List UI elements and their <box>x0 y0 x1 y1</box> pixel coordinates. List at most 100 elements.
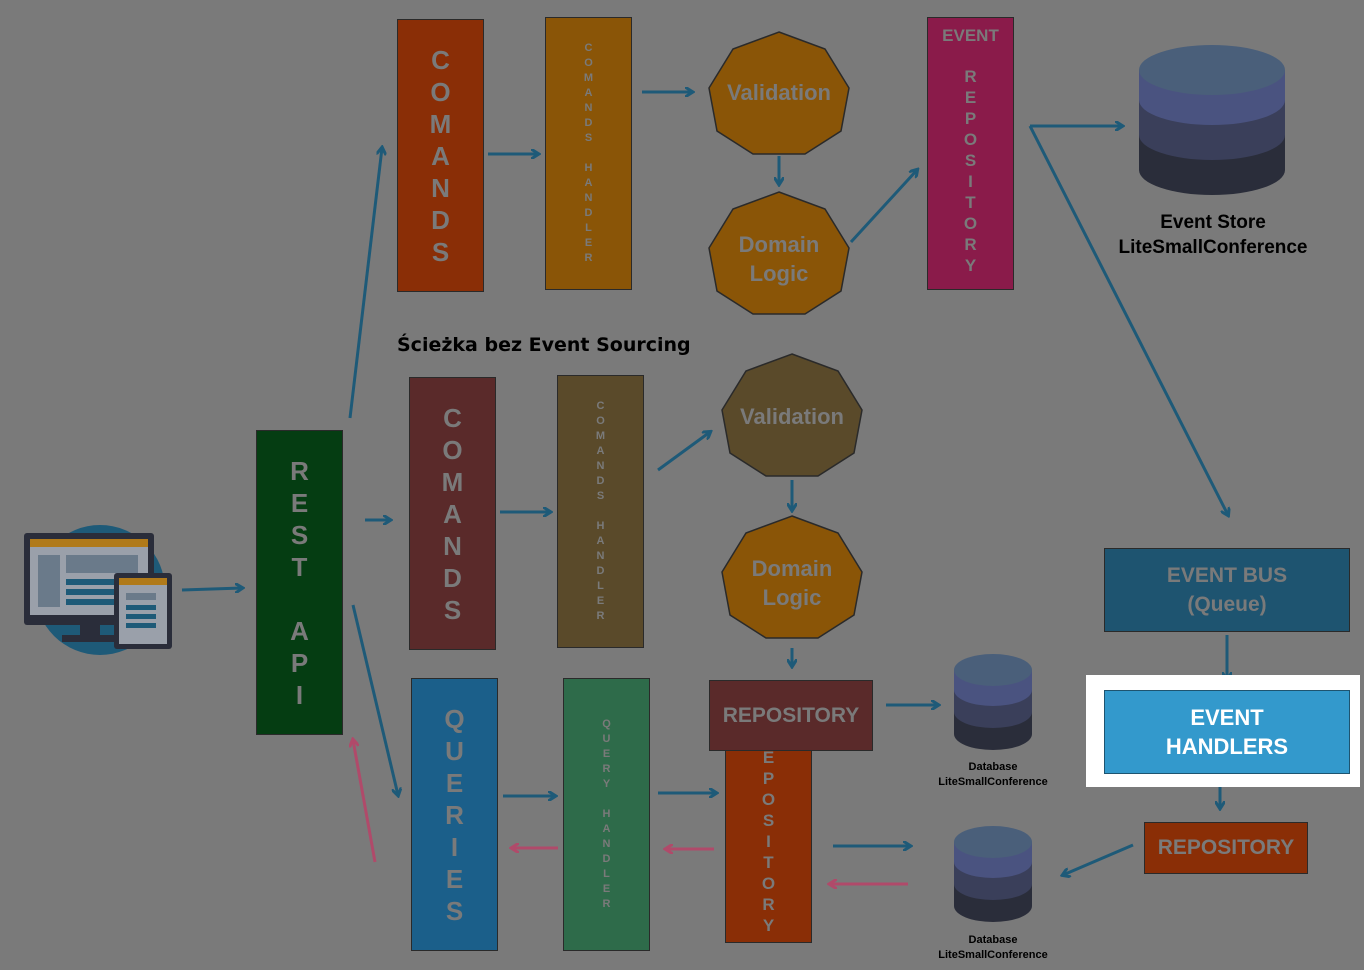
top-domain-logic-label: Domain Logic <box>704 230 854 288</box>
top-domain-logic-line2: Logic <box>749 261 809 286</box>
vertical-letter: A <box>443 498 462 529</box>
vertical-letter: E <box>762 748 775 767</box>
mid-database-label: Database LiteSmallConference <box>922 760 1064 790</box>
vertical-letter <box>605 794 608 805</box>
event-bus-line1: EVENT BUS <box>1166 564 1288 587</box>
vertical-letter: D <box>443 562 462 593</box>
vertical-letter: S <box>596 490 605 502</box>
vertical-letter: A <box>596 445 605 457</box>
vertical-letter: S <box>431 236 450 267</box>
bottom-database-line2: LiteSmallConference <box>938 949 1048 961</box>
vertical-letter: S <box>584 132 593 144</box>
event-bus-block: EVENT BUS (Queue) <box>1104 548 1350 632</box>
vertical-letter: R <box>445 799 464 830</box>
vertical-letter: Q <box>602 718 611 730</box>
vertical-letter: Y <box>762 916 775 935</box>
vertical-letter: O <box>442 434 463 465</box>
vertical-letter: N <box>584 102 593 114</box>
vertical-letter <box>296 586 303 612</box>
vertical-letter: D <box>584 207 593 219</box>
vertical-letter: N <box>596 460 605 472</box>
vertical-letter: R <box>762 895 775 914</box>
vertical-letter: A <box>584 87 593 99</box>
vertical-letter: E <box>445 863 464 894</box>
top-domain-logic-line1: Domain <box>738 232 820 257</box>
vertical-letter: N <box>431 172 450 203</box>
mid-domain-logic-shape <box>721 515 863 639</box>
arrow-top-logic-to-event-repo <box>849 170 917 244</box>
event-handlers-block[interactable]: EVENT HANDLERS <box>1104 690 1350 774</box>
right-repository-label: REPOSITORY <box>1157 836 1295 859</box>
vertical-letter: U <box>602 733 611 745</box>
vertical-letter: Q <box>444 703 465 734</box>
vertical-letter: A <box>584 177 593 189</box>
arrow-event-repo-to-bus <box>1028 125 1228 515</box>
arrow-rest-to-queries <box>351 604 398 795</box>
event-handlers-line1: EVENT <box>1190 705 1264 730</box>
vertical-letter: E <box>964 88 977 107</box>
vertical-letter: I <box>766 832 771 851</box>
vertical-letter: N <box>584 192 593 204</box>
mid-repository-label: REPOSITORY <box>722 703 860 727</box>
vertical-letter: M <box>595 430 606 442</box>
top-domain-logic-shape <box>708 191 850 315</box>
vertical-letter: A <box>602 823 611 835</box>
vertical-letter: C <box>584 42 593 54</box>
vertical-letter: H <box>602 808 611 820</box>
arrow-rest-to-top-commands <box>348 148 382 419</box>
vertical-letter: Y <box>964 256 977 275</box>
vertical-letter: D <box>584 117 593 129</box>
computer-and-tablet-icon <box>24 525 172 655</box>
vertical-letter: O <box>430 76 451 107</box>
vertical-letter: S <box>290 519 309 550</box>
vertical-letter: M <box>583 72 594 84</box>
event-store-line1: Event Store <box>1160 212 1266 233</box>
vertical-letter: L <box>603 868 610 880</box>
vertical-letter: D <box>602 853 611 865</box>
event-store-database-icon <box>1139 45 1285 195</box>
top-validation-label: Validation <box>727 80 831 105</box>
vertical-letter: A <box>596 535 605 547</box>
vertical-letter: E <box>602 748 611 760</box>
mid-domain-logic-line2: Logic <box>762 585 822 610</box>
vertical-letter: R <box>964 235 977 254</box>
vertical-letter: R <box>964 67 977 86</box>
vertical-letter: E <box>602 883 611 895</box>
vertical-letter: C <box>431 44 450 75</box>
vertical-letter: O <box>761 874 776 893</box>
vertical-letter: H <box>584 162 593 174</box>
vertical-letter: R <box>602 898 611 910</box>
arrow-repository-to-db2 <box>1063 843 1134 875</box>
vertical-letter: I <box>450 831 459 862</box>
event-repository-title: EVENT <box>942 26 999 45</box>
mid-database-line1: Database <box>968 761 1018 773</box>
vertical-letter: U <box>445 735 464 766</box>
bottom-database-line1: Database <box>968 934 1018 946</box>
vertical-letter: R <box>290 455 309 486</box>
vertical-letter: E <box>445 767 464 798</box>
vertical-letter: T <box>763 853 774 872</box>
mid-validation-shape <box>721 353 863 477</box>
vertical-letter: S <box>762 811 775 830</box>
vertical-letter: A <box>290 615 309 646</box>
vertical-letter: D <box>596 475 605 487</box>
vertical-letter: S <box>964 151 977 170</box>
mid-database-line2: LiteSmallConference <box>938 776 1048 788</box>
mid-domain-logic-line1: Domain <box>751 556 833 581</box>
vertical-letter: E <box>290 487 309 518</box>
vertical-letter: R <box>602 763 611 775</box>
vertical-letter: P <box>762 769 775 788</box>
vertical-letter: Y <box>602 778 611 790</box>
vertical-letter: O <box>761 790 776 809</box>
vertical-letter: N <box>596 550 605 562</box>
vertical-letter: I <box>295 679 304 710</box>
